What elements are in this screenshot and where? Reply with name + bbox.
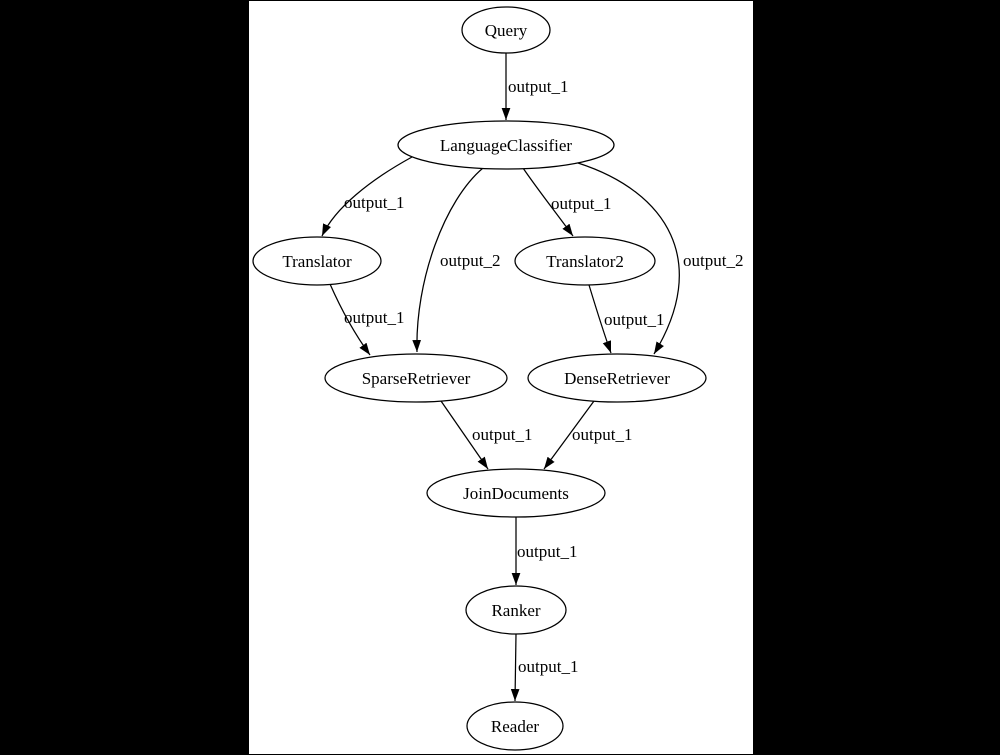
- node-ellipse: [466, 701, 564, 751]
- node-label: SparseRetriever: [362, 369, 471, 388]
- node-ellipse: [461, 6, 551, 54]
- edge-languageclassifier-translator: output_1: [321, 156, 413, 237]
- edge-label: output_1: [344, 308, 404, 327]
- node-label: JoinDocuments: [463, 484, 569, 503]
- node-ranker: Ranker: [465, 585, 567, 635]
- node-label: LanguageClassifier: [440, 136, 573, 155]
- edge-label: output_2: [440, 251, 500, 270]
- edge-path: [329, 283, 371, 356]
- node-ellipse: [465, 585, 567, 635]
- edge-translator-sparseretriever: output_1: [329, 283, 404, 356]
- edge-languageclassifier-denseretriever: output_2: [577, 162, 743, 355]
- node-label: Translator: [282, 252, 352, 271]
- edge-path: [543, 400, 595, 470]
- edge-label: output_1: [518, 657, 578, 676]
- edge-label: output_1: [472, 425, 532, 444]
- edge-label: output_1: [572, 425, 632, 444]
- edge-path: [440, 400, 489, 470]
- node-ellipse: [397, 120, 615, 170]
- edge-path: [510, 633, 520, 702]
- node-languageclassifier: LanguageClassifier: [397, 120, 615, 170]
- node-ellipse: [324, 353, 508, 403]
- edge-sparseretriever-joindocuments: output_1: [440, 400, 532, 470]
- edge-translator2-denseretriever: output_1: [588, 284, 664, 354]
- node-label: Ranker: [491, 601, 540, 620]
- edge-label: output_1: [344, 193, 404, 212]
- node-joindocuments: JoinDocuments: [426, 468, 606, 518]
- edge-path: [321, 156, 413, 237]
- edge-denseretriever-joindocuments: output_1: [543, 400, 632, 470]
- node-sparseretriever: SparseRetriever: [324, 353, 508, 403]
- edge-path: [412, 167, 484, 353]
- edge-path: [577, 162, 680, 355]
- edge-label: output_2: [683, 251, 743, 270]
- node-query: Query: [461, 6, 551, 54]
- node-ellipse: [426, 468, 606, 518]
- node-ellipse: [252, 236, 382, 286]
- node-ellipse: [527, 353, 707, 403]
- node-label: DenseRetriever: [564, 369, 670, 388]
- edge-label: output_1: [517, 542, 577, 561]
- edge-path: [588, 284, 612, 354]
- edge-label: output_1: [508, 77, 568, 96]
- edge-path: [522, 167, 574, 237]
- node-translator: Translator: [252, 236, 382, 286]
- node-reader: Reader: [466, 701, 564, 751]
- node-label: Translator2: [546, 252, 624, 271]
- edge-query-languageclassifier: output_1: [501, 53, 568, 120]
- edge-languageclassifier-sparseretriever: output_2: [412, 167, 500, 353]
- node-translator2: Translator2: [514, 236, 656, 286]
- edge-label: output_1: [551, 194, 611, 213]
- node-ellipse: [514, 236, 656, 286]
- edge-label: output_1: [604, 310, 664, 329]
- node-label: Reader: [491, 717, 539, 736]
- edge-languageclassifier-translator2: output_1: [522, 167, 611, 237]
- node-denseretriever: DenseRetriever: [527, 353, 707, 403]
- edge-joindocuments-ranker: output_1: [511, 517, 577, 585]
- node-label: Query: [485, 21, 528, 40]
- edge-ranker-reader: output_1: [510, 633, 578, 702]
